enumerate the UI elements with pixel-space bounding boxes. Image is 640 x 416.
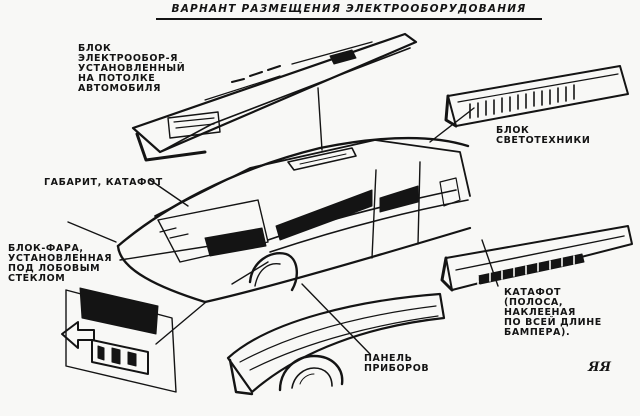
headlight-module xyxy=(204,227,267,257)
rear-window-dark xyxy=(379,185,419,213)
roof-electrical-block xyxy=(131,32,418,162)
label-headlight-block: Блок-фара, установленная под лобовым сте… xyxy=(8,243,113,284)
car-body-outline xyxy=(116,136,472,304)
headlight-inset xyxy=(61,287,177,393)
title-underline xyxy=(156,18,542,20)
leader-lines xyxy=(67,87,499,355)
side-window-dark xyxy=(275,189,373,241)
label-gabarit: Габарит, катафот xyxy=(44,177,163,188)
label-roof-block: Блок электрообор-я установленный на пото… xyxy=(78,43,186,94)
author-signature: ЯЯ xyxy=(588,360,611,375)
label-instrument-panel: Панель приборов xyxy=(364,353,430,374)
sheet-title: Варнант размещения электрооборудования xyxy=(171,3,527,15)
label-light-block: Блок светотехники xyxy=(496,125,591,146)
label-reflector: Катафот (полоса, наклееная по всей длине… xyxy=(504,287,602,338)
light-technique-block xyxy=(444,65,629,128)
bumper-reflector-strip xyxy=(440,225,633,292)
instrument-panel-sketch xyxy=(226,292,446,396)
